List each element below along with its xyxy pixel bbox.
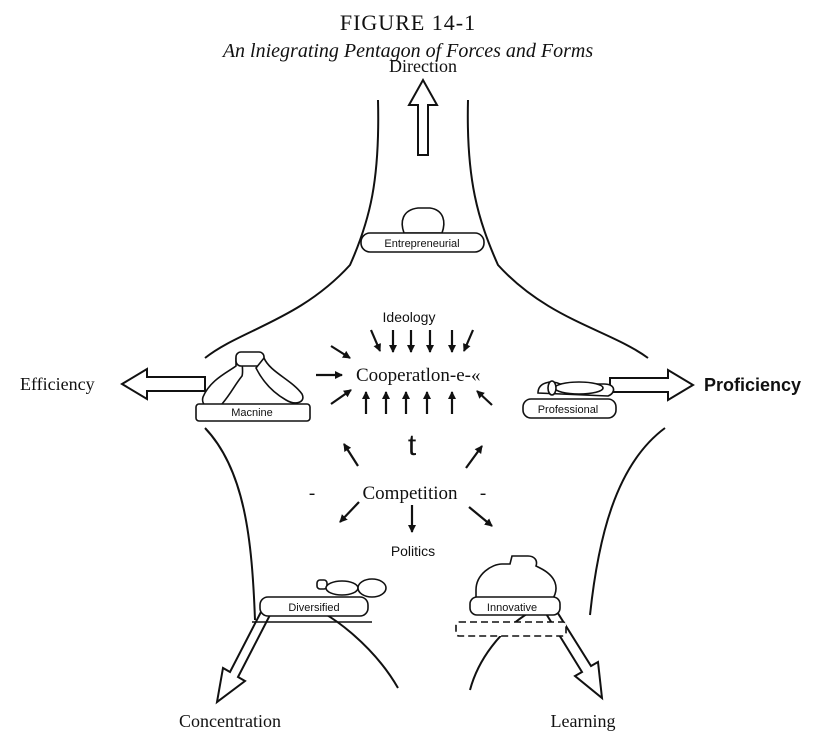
entrepreneurial-icon — [360, 207, 485, 253]
arrow-concentration — [215, 608, 272, 705]
wall-top-left — [204, 99, 380, 359]
machine-label: Macnine — [231, 407, 273, 419]
force-efficiency-label: Efficiency — [20, 374, 95, 394]
innovative-icon — [455, 555, 567, 637]
wall-left-lower — [204, 427, 256, 621]
force-learning-label: Learning — [551, 711, 616, 731]
wall-bottom-right — [469, 611, 531, 691]
ideology-arrow-6 — [462, 329, 475, 352]
politics-label: Politics — [391, 543, 435, 559]
competition-dash-right: - — [480, 483, 486, 504]
wall-right-lower — [589, 427, 666, 616]
coop-arrow-ll — [330, 389, 352, 405]
force-direction-label: Direction — [389, 56, 457, 76]
center-marker: t — [408, 429, 417, 462]
diversified-label: Diversified — [288, 602, 339, 614]
comp-arrow-lr — [468, 506, 493, 527]
figure-caption: An lniegrating Pentagon of Forces and Fo… — [222, 40, 594, 62]
arrow-learning — [543, 605, 604, 701]
figure-label: FIGURE 14-1 — [339, 10, 477, 35]
competition-dash-left: - — [309, 483, 315, 504]
arrow-proficiency — [609, 368, 695, 402]
machine-icon — [195, 351, 311, 422]
ideology-arrow-1 — [369, 329, 382, 352]
force-concentration-label: Concentration — [179, 711, 281, 731]
comp-arrow-ur — [465, 445, 483, 469]
innovative-label: Innovative — [487, 602, 537, 614]
arrow-efficiency — [120, 367, 206, 401]
arrow-direction — [407, 77, 439, 156]
competition-label: Competition — [363, 483, 459, 504]
comp-arrow-ul — [343, 443, 359, 467]
comp-arrow-ll — [339, 501, 360, 523]
diversified-icon — [252, 578, 387, 623]
ideology-label: Ideology — [383, 309, 436, 325]
entrepreneurial-label: Entrepreneurial — [384, 238, 459, 250]
professional-icon — [522, 380, 617, 419]
professional-label: Professional — [538, 404, 599, 416]
cooperation-label: Cooperatlon-e-« — [356, 365, 481, 386]
force-proficiency-label: Proficiency — [704, 375, 801, 395]
ideology-arrow-ul — [330, 345, 351, 359]
wall-top-right — [466, 99, 649, 359]
coop-arrow-lr — [476, 390, 493, 406]
